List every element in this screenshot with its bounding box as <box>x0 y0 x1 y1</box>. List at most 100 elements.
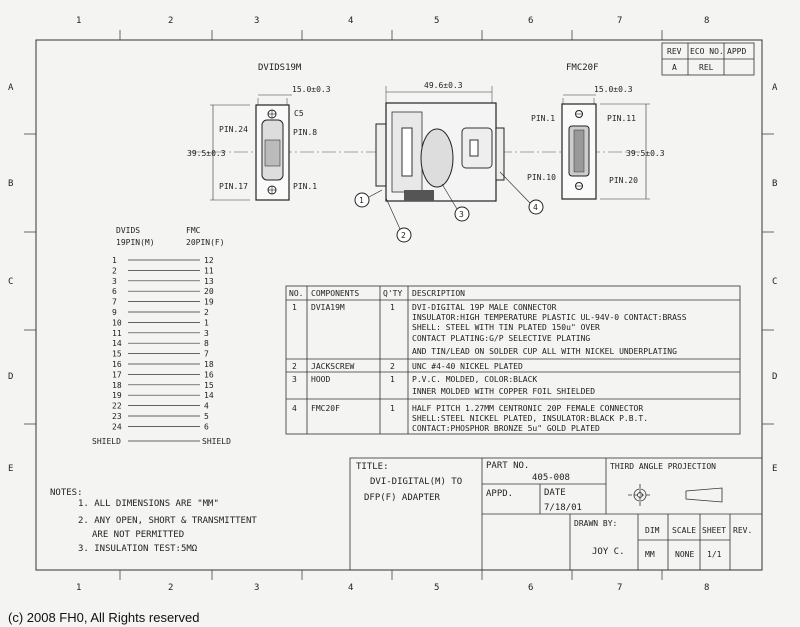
balloon-1: 1 <box>354 189 383 208</box>
bom-component: HOOD <box>311 375 330 384</box>
border-ticks <box>24 30 774 580</box>
wiring-row: 11 3 <box>112 329 209 338</box>
wiring-right-header: FMC <box>186 226 201 235</box>
border-rows: A B C D E A B C D E <box>8 83 778 474</box>
adapter-side-view: 49.6±0.3 <box>375 81 505 202</box>
note-item: 2. ANY OPEN, SHORT & TRANSMITTENT <box>78 516 257 526</box>
sheet-value: 1/1 <box>707 550 722 559</box>
balloon-3: 3 <box>441 183 470 222</box>
wiring-fmc-pin: 6 <box>204 422 209 431</box>
fmc-title: FMC20F <box>566 63 599 73</box>
bom-desc: CONTACT PLATING:G/P SELECTIVE PLATING <box>412 334 590 343</box>
title-block-grid <box>349 457 763 571</box>
scale-value: NONE <box>675 550 694 559</box>
bom-qty: 1 <box>390 375 395 384</box>
wiring-fmc-pin: 5 <box>204 412 209 421</box>
bom-qty: 1 <box>390 303 395 312</box>
wiring-fmc-pin: 3 <box>204 329 209 338</box>
dvi-height-dim: 39.5±0.3 <box>187 149 226 158</box>
wiring-headers: DVIDS 19PIN(M) FMC 20PIN(F) <box>116 226 225 247</box>
length-dim: 49.6±0.3 <box>424 81 463 90</box>
wiring-dvi-pin: 1 <box>112 256 117 265</box>
wiring-left-header: 19PIN(M) <box>116 238 155 247</box>
fmc-height-dim: 39.5±0.3 <box>626 149 665 158</box>
wiring-dvi-pin: 3 <box>112 277 117 286</box>
copyright-notice: (c) 2008 FH0, All Rights reserved <box>8 610 200 625</box>
wiring-fmc-pin: 11 <box>204 266 214 275</box>
dim-value: MM <box>645 550 655 559</box>
col-label: 6 <box>528 16 533 26</box>
col-label: 3 <box>254 583 259 593</box>
sheet-label: SHEET <box>702 526 726 535</box>
bom-header: COMPONENTS <box>311 289 359 298</box>
balloon-4: 4 <box>499 171 544 215</box>
dim-label: DIM <box>645 526 660 535</box>
wiring-fmc-pin: 18 <box>204 360 214 369</box>
col-label: 5 <box>434 583 439 593</box>
bom-desc: AND TIN/LEAD ON SOLDER CUP ALL WITH NICK… <box>412 347 677 356</box>
bom-desc: INSULATOR:HIGH TEMPERATURE PLASTIC UL-94… <box>412 313 687 322</box>
wiring-dvi-pin: 17 <box>112 370 122 379</box>
bom-header: Q'TY <box>383 289 402 298</box>
wiring-fmc-pin: 19 <box>204 298 214 307</box>
note-item: 1. ALL DIMENSIONS ARE "MM" <box>78 499 219 509</box>
part-no-value: 405-008 <box>532 473 570 483</box>
wiring-dvi-pin: 24 <box>112 422 122 431</box>
shield-left: SHIELD <box>92 437 121 446</box>
rev-label: REV. <box>733 526 752 535</box>
col-label: 2 <box>168 583 173 593</box>
wiring-dvi-pin: 10 <box>112 318 122 327</box>
dvi-pin-label: PIN.24 <box>219 125 248 134</box>
wiring-row: 7 19 <box>112 298 214 307</box>
title-line: DFP(F) ADAPTER <box>364 493 440 503</box>
bom-header: NO. <box>289 289 303 298</box>
wiring-dvi-pin: 18 <box>112 381 122 390</box>
bom-desc: HALF PITCH 1.27MM CENTRONIC 20P FEMALE C… <box>412 404 643 413</box>
wiring-right-header: 20PIN(F) <box>186 238 225 247</box>
eco-header: ECO NO. <box>690 47 724 56</box>
bom-component: JACKSCREW <box>311 362 355 371</box>
col-label: 3 <box>254 16 259 26</box>
bom-no: 1 <box>292 303 297 312</box>
row-label: E <box>8 464 13 474</box>
svg-text:3: 3 <box>459 210 464 219</box>
wiring-fmc-pin: 16 <box>204 370 214 379</box>
revision-block <box>661 42 755 76</box>
projection-label: THIRD ANGLE PROJECTION <box>610 462 716 471</box>
wiring-fmc-pin: 4 <box>204 402 209 411</box>
dvi-pin-label: PIN.8 <box>293 128 317 137</box>
bom-component: DVIA19M <box>311 303 345 312</box>
wiring-fmc-pin: 2 <box>204 308 209 317</box>
row-label: A <box>772 83 778 93</box>
wiring-row: 24 6 <box>112 422 209 431</box>
fmc-pin-label: PIN.10 <box>527 173 556 182</box>
col-label: 2 <box>168 16 173 26</box>
col-label: 7 <box>617 16 622 26</box>
col-label: 8 <box>704 583 709 593</box>
wiring-dvi-pin: 14 <box>112 339 122 348</box>
wiring-dvi-pin: 11 <box>112 329 122 338</box>
eco-value: REL <box>699 63 714 72</box>
bom-desc: SHELL:STEEL NICKEL PLATED, INSULATOR:BLA… <box>412 414 648 423</box>
bom-desc: INNER MOLDED WITH COPPER FOIL SHIELDED <box>412 387 595 396</box>
wiring-fmc-pin: 13 <box>204 277 214 286</box>
row-label: E <box>772 464 777 474</box>
bom-desc: DVI-DIGITAL 19P MALE CONNECTOR <box>412 303 557 312</box>
dvi-pin-label: PIN.17 <box>219 182 248 191</box>
wiring-dvi-pin: 7 <box>112 298 117 307</box>
row-label: B <box>772 179 777 189</box>
notes-heading: NOTES: <box>50 488 83 498</box>
col-label: 1 <box>76 16 81 26</box>
fmc-pin-label: PIN.11 <box>607 114 636 123</box>
part-no-label: PART NO. <box>486 461 529 471</box>
svg-text:1: 1 <box>359 196 364 205</box>
